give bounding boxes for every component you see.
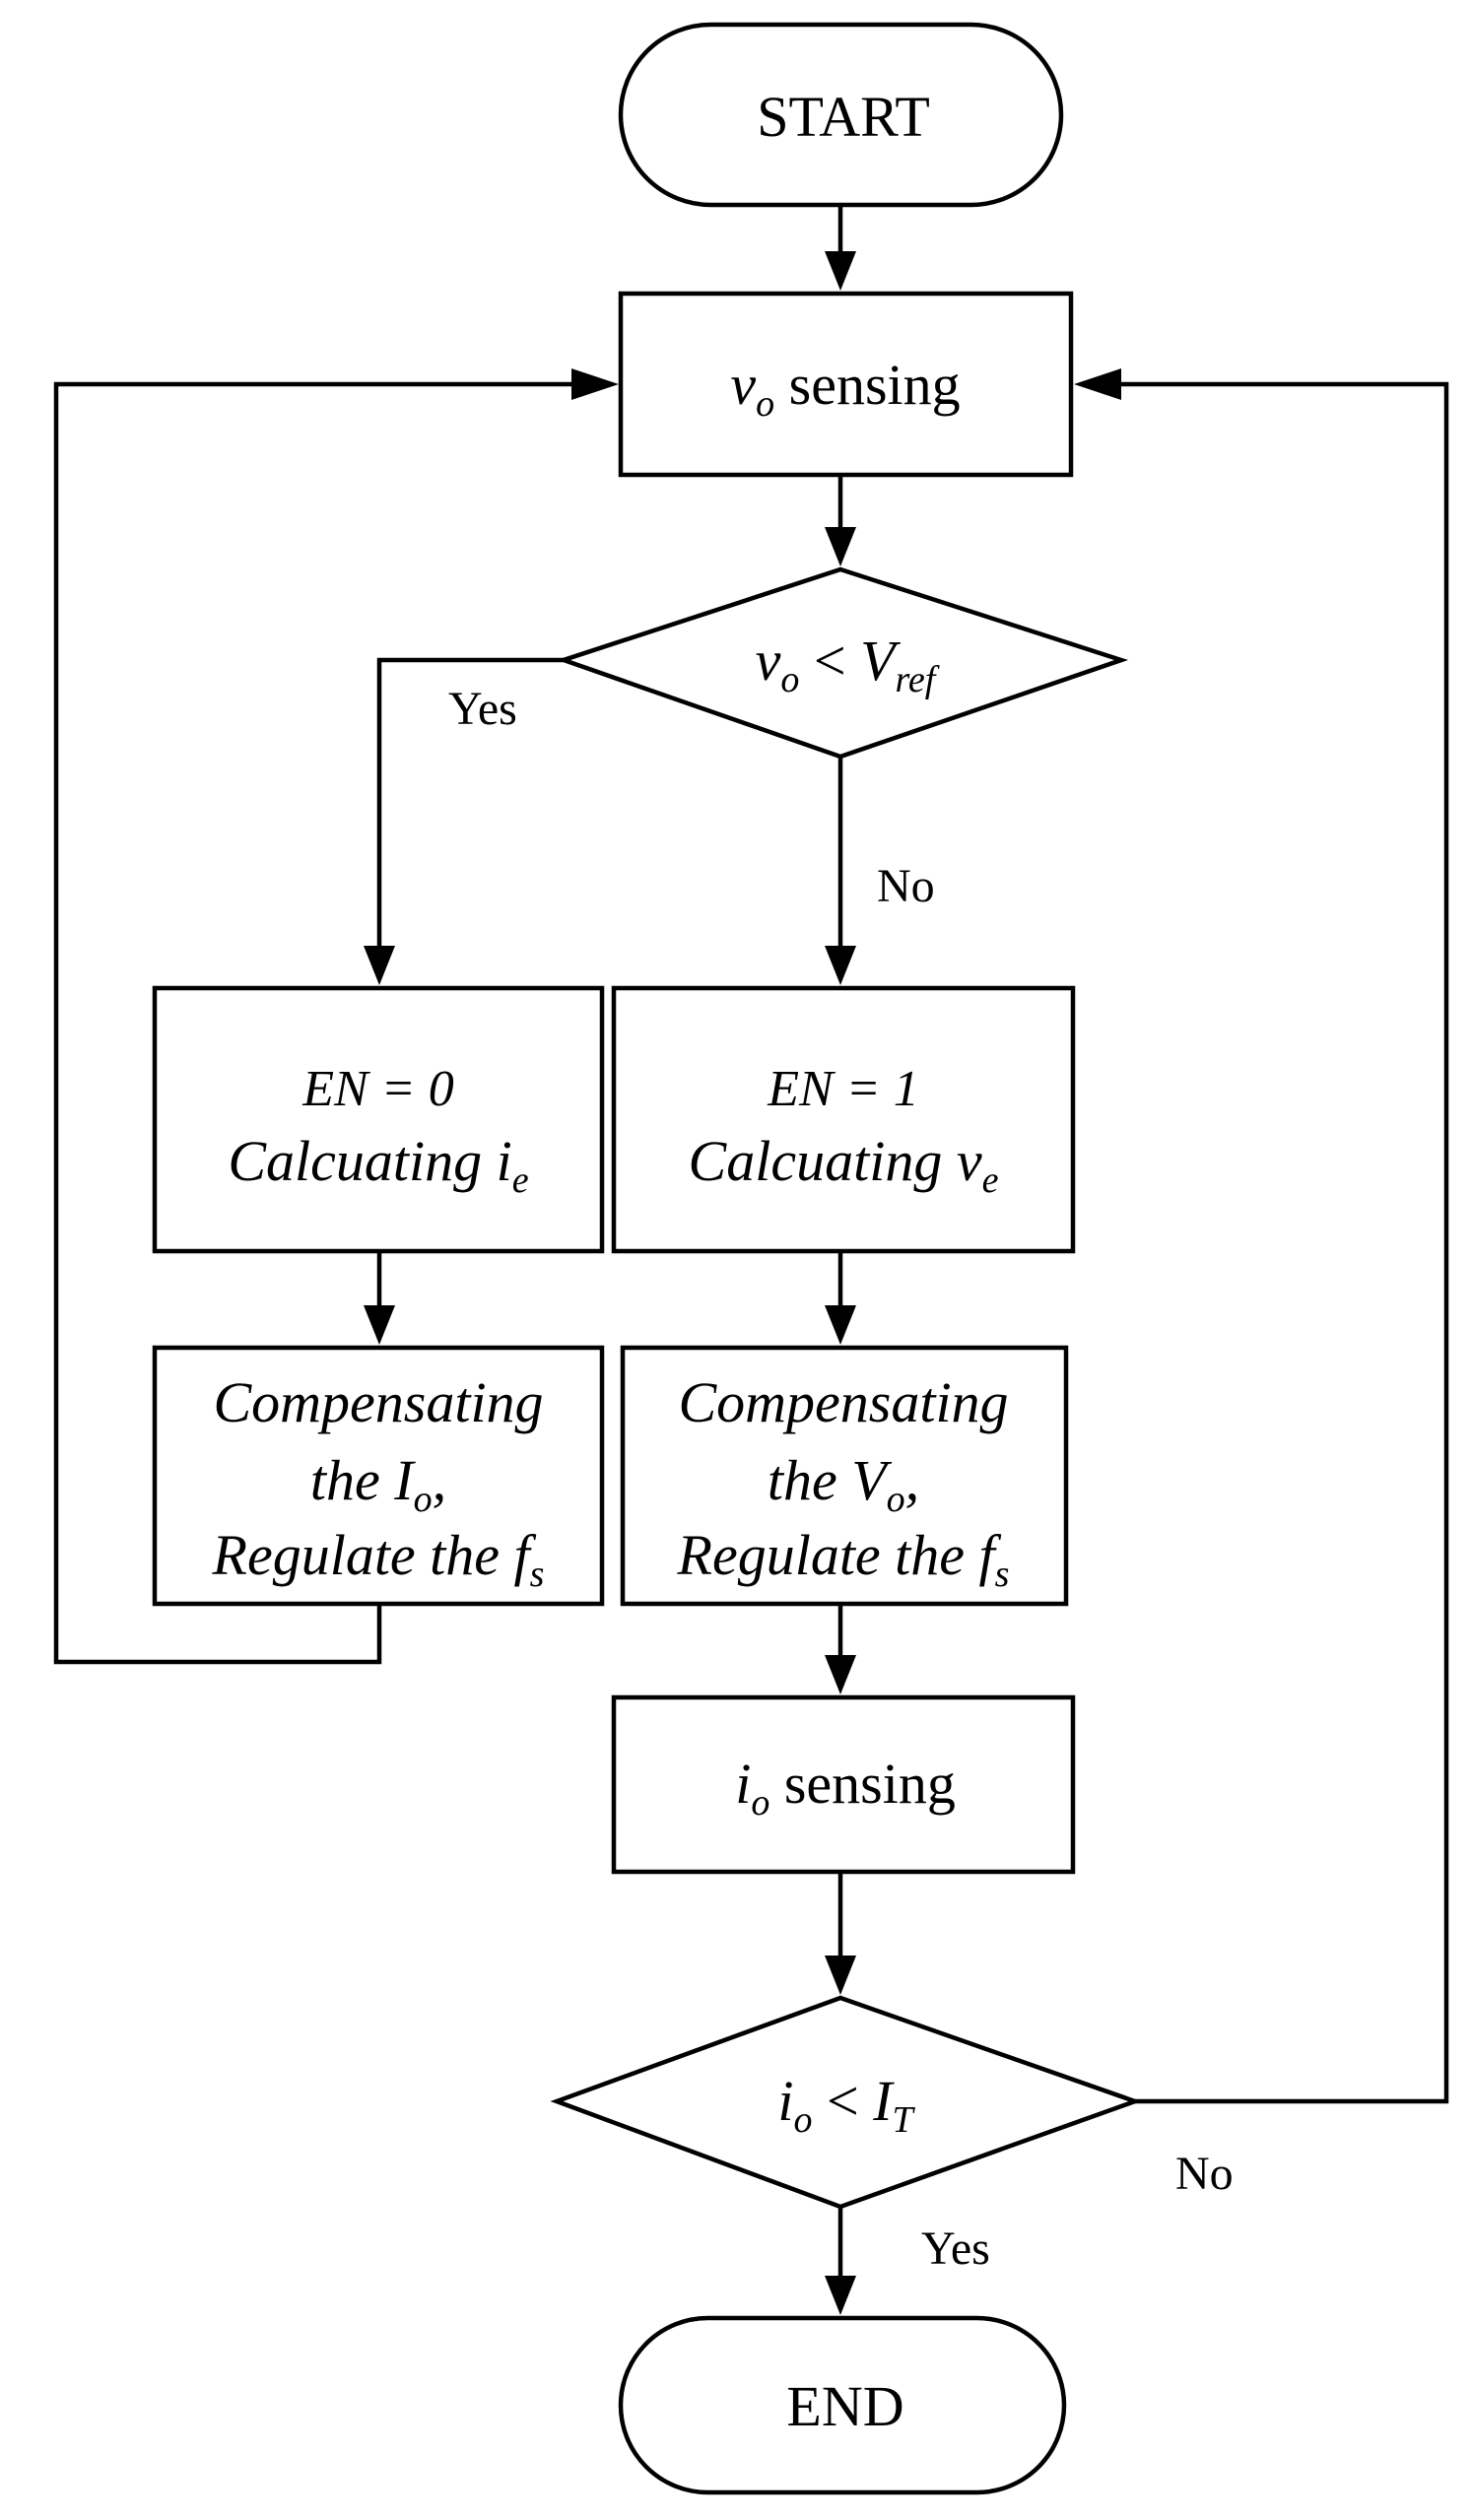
vo-sensing-box: vo sensing [618,291,1074,478]
en1-line2: Calcuating ve [689,1129,999,1201]
end-terminal: END [618,2315,1067,2495]
arrowhead-en0-to-comp-left [364,1305,395,1345]
arrowhead-decision-yes-to-en0 [364,946,395,985]
arrowhead-decision-io-yes-to-end [825,2276,856,2315]
arrowhead-vo-sensing-to-decision [825,527,856,566]
edge-label-yes-down: Yes [921,2222,990,2275]
end-label: END [786,2374,903,2438]
decision-io-it-label: io < IT [777,2069,915,2141]
io-sensing-box: io sensing [611,1694,1076,1875]
arrowhead-io-sensing-to-decision [825,1956,856,1995]
comp-right-box: Compensating the Vo, Regulate the fs [620,1345,1069,1607]
arrowhead-loop-back-right [1074,368,1121,400]
en1-line1: EN = 1 [767,1061,919,1117]
en1-box: EN = 1 Calcuating ve [611,985,1076,1254]
comp-left-line2: the Io, [310,1448,446,1520]
connector-comp-left-loop-back [53,381,571,1665]
arrowhead-comp-right-to-io-sensing [825,1655,856,1694]
comp-left-line3: Regulate the fs [212,1523,545,1595]
connector-decision-io-no-loop-back [1121,381,1449,2104]
io-sensing-label: io sensing [735,1752,956,1824]
en0-line2: Calcuating ie [228,1129,528,1201]
arrowhead-decision-no-to-en1 [825,946,856,985]
arrowhead-start-to-vo-sensing [825,251,856,291]
comp-right-line1: Compensating [678,1370,1008,1434]
edge-label-no-right: No [1175,2148,1234,2200]
start-terminal: START [618,22,1064,208]
connector-decision-yes-to-en0 [376,657,564,946]
edge-label-yes-left: Yes [448,683,517,735]
en0-box: EN = 0 Calcuating ie [152,985,605,1254]
connectors [53,205,1449,2315]
comp-left-box: Compensating the Io, Regulate the fs [152,1345,605,1607]
vo-sensing-label: vo sensing [730,353,960,425]
arrowhead-en1-to-comp-right [825,1305,856,1345]
edge-label-no-down: No [877,860,935,912]
en0-line1: EN = 0 [301,1061,454,1117]
decision-vo-vref: vo < Vref [556,566,1129,760]
comp-left-line1: Compensating [213,1370,543,1434]
arrowhead-loop-back-left [571,368,619,400]
comp-right-line2: the Vo, [768,1448,919,1520]
decision-io-it: io < IT [550,1995,1142,2210]
comp-right-line3: Regulate the fs [677,1523,1010,1595]
start-label: START [757,85,930,149]
decision-vo-vref-label: vo < Vref [756,629,940,700]
